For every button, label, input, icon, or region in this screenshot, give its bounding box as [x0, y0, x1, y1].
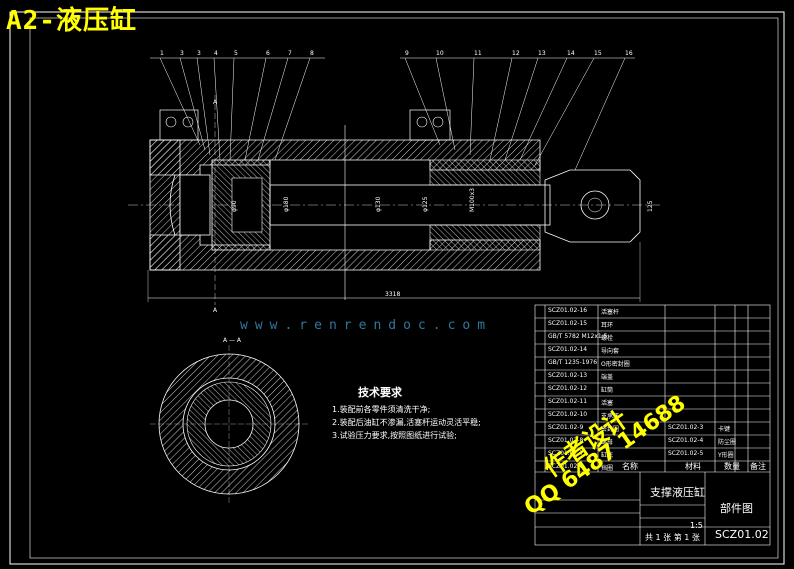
dim-label: φ130 [375, 196, 382, 212]
parts-row-name: 活塞杆 [601, 309, 620, 316]
part-num: 7 [288, 50, 292, 57]
part-num: 5 [234, 50, 238, 57]
section-mark-top: A [213, 99, 218, 106]
gland-top [429, 159, 541, 186]
parts-row-code: SCZ01.02-7 [548, 450, 584, 457]
parts-row-code: SCZ01.02-4 [668, 437, 704, 444]
parts-row-name: 挡圈 [601, 465, 614, 472]
section-view-aa [150, 345, 308, 503]
parts-list-table [534, 304, 771, 546]
col-name: 名称 [622, 462, 638, 471]
parts-row-code: SCZ01.02-16 [548, 307, 588, 314]
dim-label: φ125 [422, 196, 429, 212]
parts-row-name: 防尘圈 [718, 439, 737, 446]
part-num: 12 [512, 50, 520, 57]
parts-row-name: 缸底 [601, 452, 614, 459]
parts-row-name: 缸筒 [601, 387, 614, 394]
col-material: 材料 [685, 462, 701, 471]
col-qty: 数量 [724, 462, 740, 471]
parts-row-name: 螺母 [601, 439, 614, 446]
parts-row-code: SCZ01.02-5 [668, 450, 704, 457]
dimensions: 3318 φ180 φ130 φ125 M100x3 125 φ90 [147, 188, 654, 302]
part-num: 6 [266, 50, 270, 57]
scale: 1:5 [690, 521, 703, 530]
dim-label: 125 [647, 200, 654, 212]
part-num: 1 [160, 50, 164, 57]
part-num: 10 [436, 50, 444, 57]
parts-row-code: SCZ01.02-6 [548, 463, 584, 470]
section-mark-bottom: A [213, 307, 218, 314]
tech-requirement-line: 2.装配后油缸不渗漏,活塞杆运动灵活平稳; [332, 418, 481, 427]
parts-row-code: GB/T 5782 M12x1.5 [548, 333, 608, 340]
parts-row-name: 支承环 [601, 413, 620, 420]
parts-row-name: 密封圈 [601, 426, 620, 433]
col-remark: 备注 [750, 462, 766, 471]
sheet-info: 共 1 张 第 1 张 [645, 533, 700, 542]
leader-lines [150, 57, 635, 171]
rod-eye [544, 169, 641, 243]
gland-bottom [429, 224, 541, 251]
parts-row-name: 端盖 [601, 374, 614, 381]
part-num: 3 [197, 50, 201, 57]
tech-requirement-line: 3.试验压力要求,按照图纸进行试验; [332, 431, 457, 440]
parts-row-name: Y形圈 [718, 452, 734, 459]
parts-row-code: SCZ01.02-12 [548, 385, 588, 392]
parts-row-code: SCZ01.02-10 [548, 411, 588, 418]
parts-row-code: SCZ01.02-13 [548, 372, 588, 379]
part-num: 3 [180, 50, 184, 57]
parts-row-code: GB/T 1235-1976 [548, 359, 598, 366]
part-num: 15 [594, 50, 602, 57]
parts-row-code: SCZ01.02-15 [548, 320, 588, 327]
tech-requirement-line: 1.装配前各零件须清洗干净; [332, 405, 431, 414]
frame-border [29, 17, 779, 559]
part-num: 16 [625, 50, 633, 57]
piston-bore [231, 177, 263, 233]
watermark-url: www.renrendoc.com [240, 318, 493, 333]
section-view-label: A — A [223, 337, 242, 344]
parts-row-code: SCZ01.02-8 [548, 437, 584, 444]
sheet-border [9, 11, 785, 565]
parts-row-name: 卡键 [718, 426, 731, 433]
parts-row-code: SCZ01.02-11 [548, 398, 588, 405]
piston-rod [269, 184, 551, 226]
part-num: 13 [538, 50, 546, 57]
parts-row-code: SCZ01.02-14 [548, 346, 588, 353]
part-num: 14 [567, 50, 575, 57]
parts-row-code: SCZ01.02-9 [548, 424, 584, 431]
tech-requirements-title: 技术要求 [358, 386, 402, 399]
part-num: 9 [405, 50, 409, 57]
oil-ports [159, 109, 451, 141]
parts-row-name: 活塞 [601, 400, 614, 407]
overall-length: 3318 [385, 291, 400, 298]
dim-label: M100x3 [469, 188, 476, 212]
drawing-code: SCZ01.02 [715, 528, 769, 541]
drawing-name: 支撑液压缸 [650, 486, 705, 499]
parts-row-name: 导向套 [601, 348, 620, 355]
drawing-title: A2-液压缸 [6, 6, 137, 36]
parts-row-name: 耳环 [601, 322, 614, 329]
part-num: 11 [474, 50, 482, 57]
dim-label: φ180 [283, 196, 290, 212]
parts-row-name: O形密封圈 [601, 361, 630, 368]
parts-row-name: 螺栓 [601, 335, 614, 342]
parts-row-code: SCZ01.02-3 [668, 424, 704, 431]
part-num: 4 [214, 50, 218, 57]
drawing-type: 部件图 [720, 502, 753, 515]
part-num: 8 [310, 50, 314, 57]
part-number-labels: 1 3 3 4 5 6 7 8 9 10 11 12 13 14 15 16 [160, 50, 633, 57]
dim-label: φ90 [231, 200, 238, 212]
